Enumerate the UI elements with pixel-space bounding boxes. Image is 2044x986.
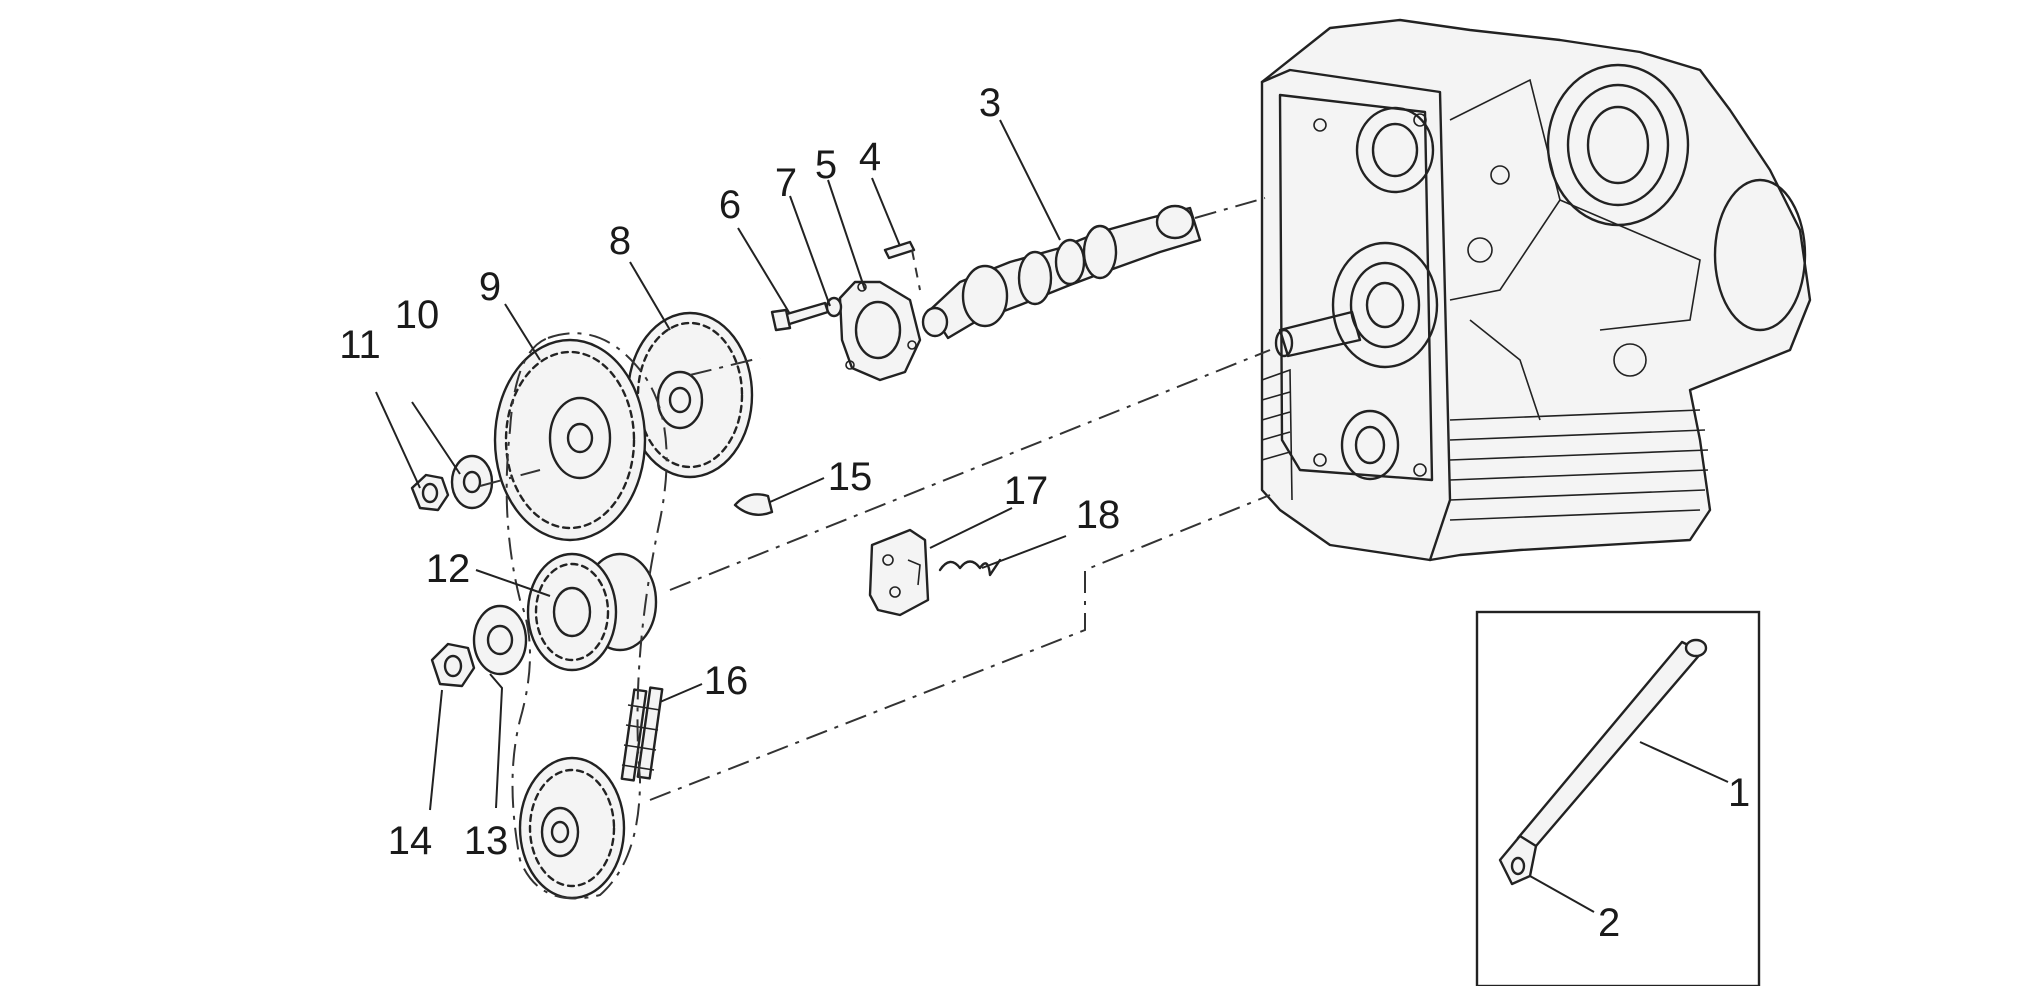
- callout-4: 4: [859, 135, 881, 179]
- callout-14: 14: [388, 819, 433, 863]
- callout-8: 8: [609, 219, 631, 263]
- camshaft: [921, 204, 1202, 340]
- camshaft-centerline-2: [1194, 197, 1266, 219]
- washer-10: [450, 454, 494, 510]
- camshaft-flange: [838, 280, 922, 382]
- tool-rod: [1498, 638, 1708, 886]
- chain-path-outline: [505, 332, 668, 900]
- crank-centerline: [669, 349, 1271, 591]
- callout-16: 16: [704, 659, 749, 703]
- key-centerline: [911, 249, 921, 291]
- large-timing-gear: [493, 338, 647, 542]
- callout-10: 10: [395, 293, 440, 337]
- timing-chain: [620, 686, 664, 782]
- callout-6: 6: [719, 183, 741, 227]
- callout-13: 13: [464, 819, 509, 863]
- inset-frame: [1475, 610, 1761, 986]
- gear-centerline: [479, 469, 541, 487]
- key-pin: [883, 240, 916, 260]
- callout-1: 1: [1728, 771, 1750, 815]
- nut-11: [410, 473, 450, 512]
- callout-12: 12: [426, 547, 471, 591]
- callout-7: 7: [775, 161, 797, 205]
- callout-labels: 1 2 3 4 5 6 7 8 9 10 11 12 13 14 15 16 1…: [339, 81, 1750, 945]
- callout-11: 11: [339, 323, 381, 367]
- callout-9: 9: [479, 265, 501, 309]
- crankshaft-sprocket: [518, 756, 626, 900]
- crankcase: [1260, 18, 1812, 562]
- callout-5: 5: [815, 143, 837, 187]
- nut-14: [430, 642, 476, 688]
- camshaft-gear: [626, 311, 754, 479]
- woodruff-key: [733, 493, 774, 516]
- sprocket-centerline: [649, 494, 1271, 801]
- camshaft-centerline: [689, 357, 761, 376]
- washer-13: [472, 604, 528, 676]
- callout-18: 18: [1076, 493, 1121, 537]
- callout-2: 2: [1598, 901, 1620, 945]
- leader-lines: [375, 119, 1729, 913]
- bolt-and-washer: [770, 296, 843, 332]
- callout-17: 17: [1004, 469, 1049, 513]
- callout-3: 3: [979, 81, 1001, 125]
- tensioner-spring: [938, 558, 1002, 577]
- callout-15: 15: [828, 455, 873, 499]
- intermediate-gear: [526, 552, 658, 672]
- chain-tensioner-bracket: [868, 528, 930, 617]
